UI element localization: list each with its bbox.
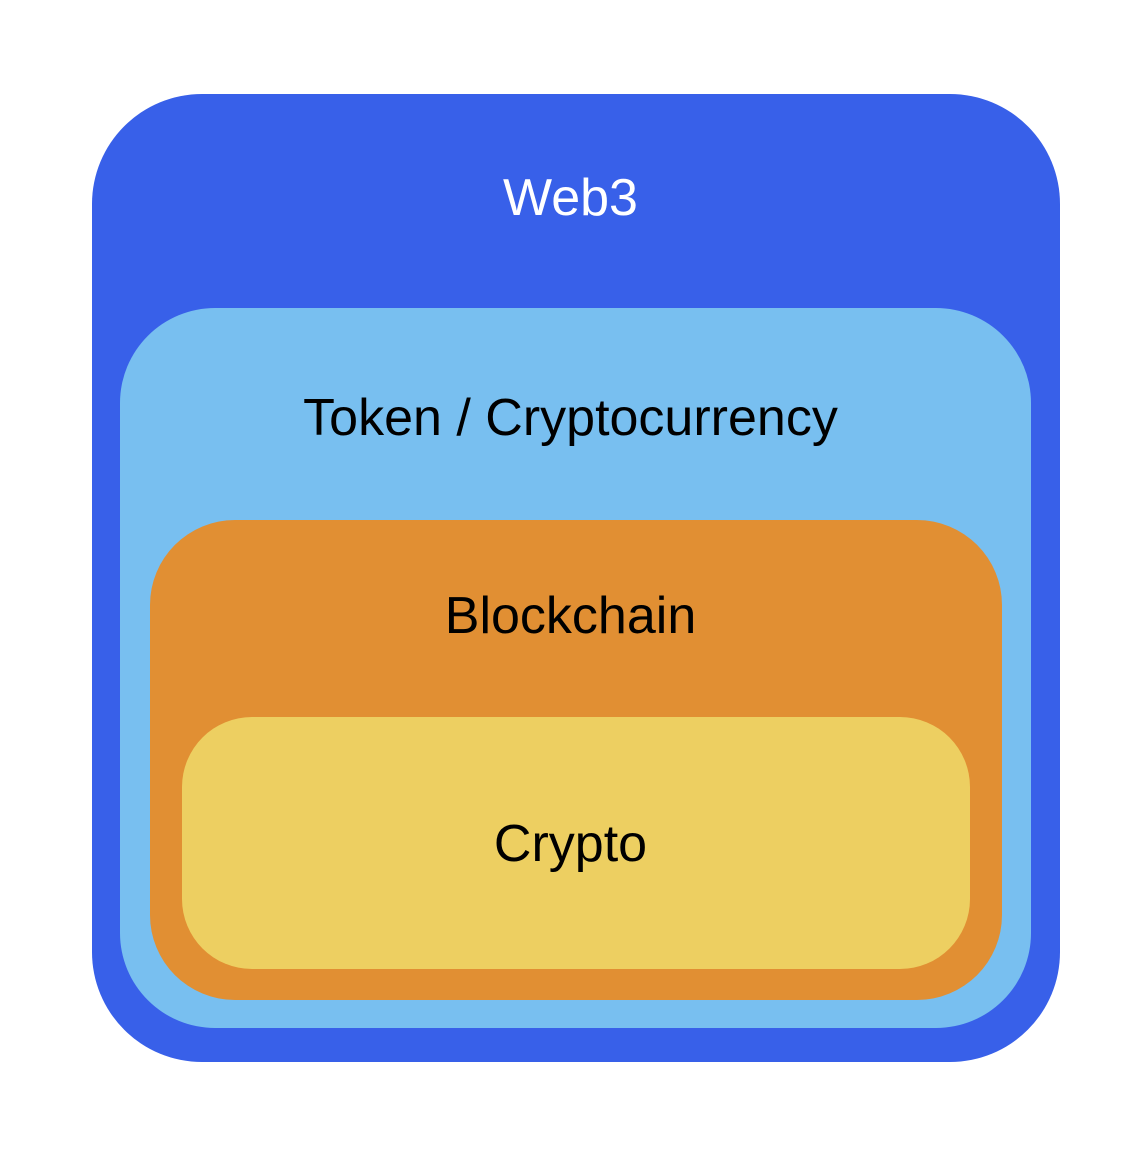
token-cryptocurrency-label: Token / Cryptocurrency bbox=[303, 389, 838, 447]
crypto-label: Crypto bbox=[493, 815, 648, 873]
crypto-layer bbox=[182, 717, 970, 969]
blockchain-label: Blockchain bbox=[444, 587, 697, 645]
web3-label: Web3 bbox=[503, 169, 638, 227]
